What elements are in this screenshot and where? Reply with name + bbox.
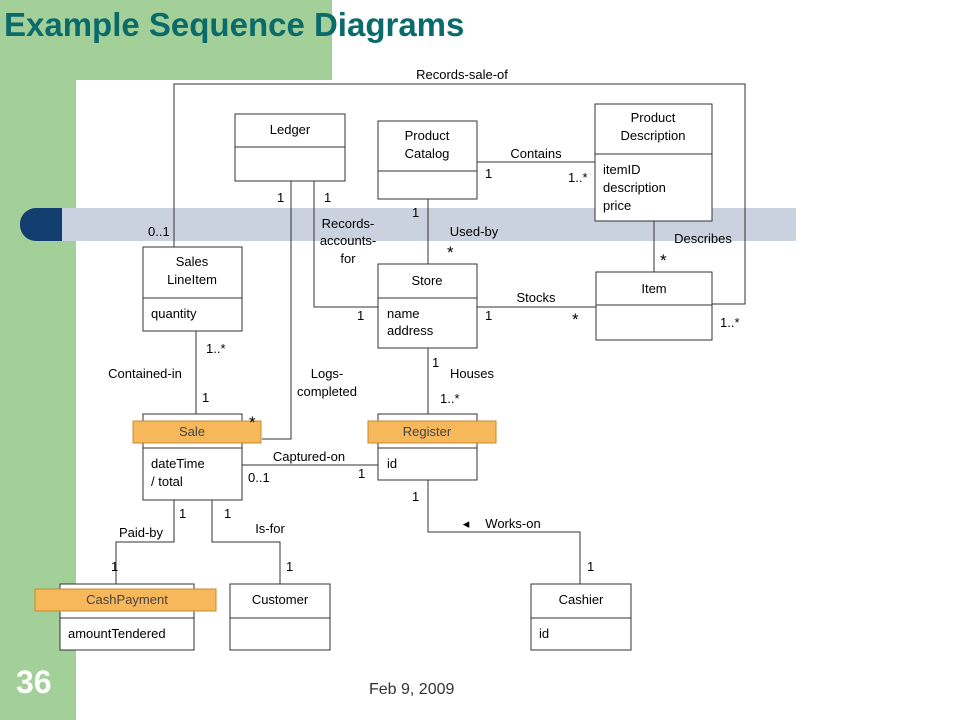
- label-paid-by: Paid-by: [119, 525, 164, 540]
- works-on-arrow-icon: ◂: [463, 516, 470, 531]
- attr-address: address: [387, 323, 434, 338]
- mult-sale-isfor: 1: [224, 506, 231, 521]
- class-name: CashPayment: [86, 592, 168, 607]
- attr-id: id: [387, 456, 397, 471]
- mult-customer-top: 1: [286, 559, 293, 574]
- class-name-line2: Description: [620, 128, 685, 143]
- multiplicities: 1 1 0..1 1 1..* 1 * * 1 1 * 1..* 1..* 1 …: [111, 166, 740, 574]
- mult-item-right: 1..*: [720, 315, 740, 330]
- mult-catalog-contains: 1: [485, 166, 492, 181]
- label-works-on: Works-on: [485, 516, 540, 531]
- class-name: Ledger: [270, 122, 311, 137]
- mult-sale-top: 1: [202, 390, 209, 405]
- attr-datetime: dateTime: [151, 456, 205, 471]
- attr-amount-tendered: amountTendered: [68, 626, 166, 641]
- register-highlight: [367, 420, 497, 444]
- class-cashier: Cashier id: [530, 583, 632, 651]
- attr-total: / total: [151, 474, 183, 489]
- label-used-by: Used-by: [450, 224, 499, 239]
- label-records-line2: accounts-: [320, 233, 376, 248]
- mult-sale-paid: 1: [179, 506, 186, 521]
- mult-register-captured: 1: [358, 466, 365, 481]
- label-stocks: Stocks: [516, 290, 556, 305]
- label-captured-on: Captured-on: [273, 449, 345, 464]
- line-records-sale-of: [173, 83, 746, 305]
- footer-date: Feb 9, 2009: [369, 681, 455, 698]
- mult-ledger-right: 1: [324, 190, 331, 205]
- line-works-on: [427, 480, 581, 584]
- class-name: Cashier: [559, 592, 604, 607]
- mult-sale-star: *: [249, 413, 256, 432]
- attr-itemid: itemID: [603, 162, 641, 177]
- line-logs-completed: [262, 181, 292, 440]
- class-name-line1: Sales: [176, 254, 209, 269]
- class-product-description: Product Description itemID description p…: [594, 103, 713, 222]
- class-name: Sale: [179, 424, 205, 439]
- class-product-catalog: Product Catalog: [377, 120, 478, 200]
- class-name-line2: Catalog: [405, 146, 450, 161]
- class-store: Store name address: [377, 263, 478, 349]
- label-is-for: Is-for: [255, 521, 285, 536]
- label-contained-in: Contained-in: [108, 366, 182, 381]
- association-labels: Records-sale-of Contains Records- accoun…: [108, 67, 732, 540]
- line-paid-by: [115, 500, 175, 584]
- cashpayment-highlight: [34, 588, 217, 612]
- class-register: Register id: [367, 413, 497, 481]
- label-records-line3: for: [340, 251, 356, 266]
- class-name-line1: Product: [631, 110, 676, 125]
- label-records-sale-of: Records-sale-of: [416, 67, 508, 82]
- mult-catalog-bottom: 1: [412, 205, 419, 220]
- mult-sale-captured: 0..1: [248, 470, 270, 485]
- label-contains: Contains: [510, 146, 562, 161]
- slide-number: 36: [16, 664, 52, 700]
- mult-desc-contains: 1..*: [568, 170, 588, 185]
- class-name: Store: [411, 273, 442, 288]
- label-logs-line2: completed: [297, 384, 357, 399]
- attr-quantity: quantity: [151, 306, 197, 321]
- label-houses: Houses: [450, 366, 495, 381]
- label-logs-line1: Logs-: [311, 366, 344, 381]
- attr-name: name: [387, 306, 420, 321]
- mult-salesline-bottom: 1..*: [206, 341, 226, 356]
- class-customer: Customer: [229, 583, 331, 651]
- attr-description: description: [603, 180, 666, 195]
- line-records-accounts-for: [313, 181, 378, 308]
- line-is-for: [211, 500, 281, 584]
- top-green-block: [0, 0, 332, 80]
- class-name-line2: LineItem: [167, 272, 217, 287]
- class-sale: Sale dateTime / total: [132, 413, 262, 501]
- label-describes: Describes: [674, 231, 732, 246]
- class-ledger: Ledger: [234, 113, 346, 182]
- label-records-line1: Records-: [322, 216, 375, 231]
- mult-stocks-star: *: [572, 310, 579, 329]
- mult-sales-top: 0..1: [148, 224, 170, 239]
- attr-price: price: [603, 198, 631, 213]
- class-name-line1: Product: [405, 128, 450, 143]
- class-sales-lineitem: Sales LineItem quantity: [142, 246, 243, 332]
- mult-desc-star: *: [660, 251, 667, 270]
- decorative-band-cap: [20, 208, 62, 241]
- class-name: Item: [641, 281, 666, 296]
- mult-store-left: 1: [357, 308, 364, 323]
- class-item: Item: [595, 271, 713, 341]
- mult-register-top: 1..*: [440, 391, 460, 406]
- attr-id: id: [539, 626, 549, 641]
- mult-usedby-star: *: [447, 243, 454, 262]
- class-name: Register: [403, 424, 452, 439]
- mult-register-bottom: 1: [412, 489, 419, 504]
- sale-highlight: [132, 420, 262, 444]
- class-name: Customer: [252, 592, 309, 607]
- mult-cash-top: 1: [111, 559, 118, 574]
- mult-cashier-top: 1: [587, 559, 594, 574]
- slide-title: Example Sequence Diagrams: [4, 6, 465, 43]
- class-cashpayment: CashPayment amountTendered: [34, 583, 217, 651]
- association-lines: [115, 83, 746, 584]
- mult-store-bottom: 1: [432, 355, 439, 370]
- mult-ledger-left: 1: [277, 190, 284, 205]
- mult-store-right: 1: [485, 308, 492, 323]
